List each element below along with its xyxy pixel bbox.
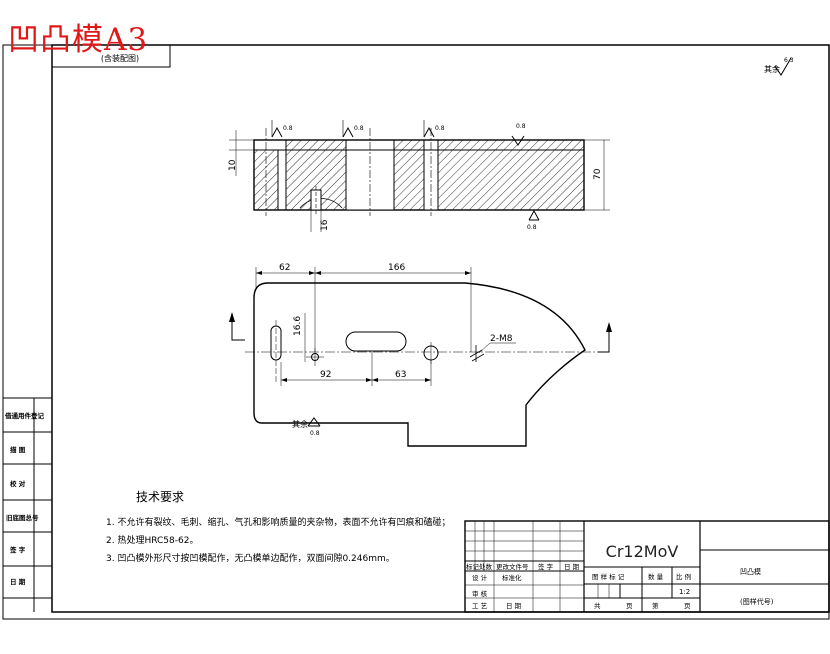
dim-pin: 16 [320, 219, 330, 231]
title-block: 标记处数 更改文件号 签 字 日 期 设 计 标准化 审 核 工 艺 日 期 C… [464, 520, 830, 613]
role-review: 审 核 [472, 589, 488, 598]
plan-outline [253, 282, 586, 447]
sheet-no: 第 [652, 601, 659, 610]
sheet-total: 共 [594, 601, 601, 610]
dim-step: 10 [228, 159, 238, 171]
rev-col-2: 签 字 [538, 562, 554, 571]
dim-thread: 2-M8 [490, 334, 513, 344]
plan-surface-label: 其余 [292, 419, 308, 429]
tb-header-2: 比 例 [676, 572, 691, 581]
std-label: 标准化 [502, 573, 522, 582]
drawing-no: (图样代号) [740, 597, 774, 606]
rev-col-3: 日 期 [564, 563, 580, 571]
surface-note-label: 其余 [764, 64, 780, 74]
roughness-top-3: 0.8 [435, 125, 445, 132]
rev-col-0: 标记处数 [466, 562, 493, 571]
slot-horizontal [345, 331, 407, 352]
tech-heading: 技术要求 [136, 490, 185, 504]
tech-item-2: 2. 热处理HRC58-62。 [106, 536, 199, 546]
dim-62: 62 [279, 263, 290, 273]
roughness-top-4: 0.8 [516, 123, 526, 130]
left-cell-4: 签 字 [9, 545, 26, 554]
role-design: 设 计 [472, 573, 488, 582]
inner-frame [51, 44, 830, 613]
role-process: 工 艺 [472, 602, 488, 610]
roughness-top-1: 0.8 [283, 125, 293, 132]
header-box-text: (含装配图) [101, 53, 139, 63]
tech-item-1: 1. 不允许有裂纹、毛刺、缩孔、气孔和影响质量的夹杂物，表面不允许有凹痕和磕碰； [106, 518, 451, 528]
drawing-title: 凹凸模A3 [8, 22, 149, 58]
sheet-total-page: 页 [626, 602, 633, 610]
tb-header-0: 图 样 标 记 [592, 572, 625, 581]
rev-col-1: 更改文件号 [496, 562, 529, 571]
roughness-symbol [774, 57, 792, 76]
left-cell-5: 日 期 [10, 577, 26, 586]
left-cell-0: 借通用件登记 [4, 411, 45, 420]
header-box [51, 44, 171, 68]
technical-requirements: 技术要求 1. 不允许有裂纹、毛刺、缩孔、气孔和影响质量的夹杂物，表面不允许有凹… [106, 488, 450, 568]
material: Cr12MoV [606, 542, 679, 561]
dim-166: 166 [388, 263, 405, 273]
tb-date: 日 期 [506, 602, 522, 610]
thread-mark [469, 342, 516, 362]
tech-item-3: 3. 凹凸模外形尺寸按凹模配作，无凸模单边配作，双面间隙0.246mm。 [106, 554, 395, 564]
dim-92: 92 [320, 370, 331, 380]
left-cell-2: 校 对 [10, 479, 26, 488]
roughness-bottom: 0.8 [527, 224, 537, 231]
section-view: 0.8 0.8 0.8 0.8 0.8 10 70 16 [228, 120, 610, 232]
tb-header-1: 数 量 [648, 572, 664, 581]
dim-63: 63 [395, 370, 406, 380]
sheet-no-page: 页 [684, 602, 691, 610]
left-cell-3: 旧底图总号 [6, 513, 39, 522]
surface-note-value: 6.3 [784, 57, 794, 64]
part-name: 凹凸模 [740, 567, 761, 576]
dim-16-6: 16.6 [293, 316, 303, 336]
scale: 1:2 [679, 588, 690, 596]
surface-note: 其余 6.3 [764, 57, 794, 76]
plan-surface-value: 0.8 [310, 430, 320, 437]
plan-view: 2-M8 62 166 16.6 92 63 其余 0.8 [229, 263, 612, 447]
roughness-top-2: 0.8 [354, 125, 364, 132]
left-side-table: 借通用件登记 描 图 校 对 旧底图总号 签 字 日 期 [3, 397, 52, 612]
left-cell-1: 描 图 [10, 445, 26, 454]
dim-height: 70 [593, 168, 603, 180]
